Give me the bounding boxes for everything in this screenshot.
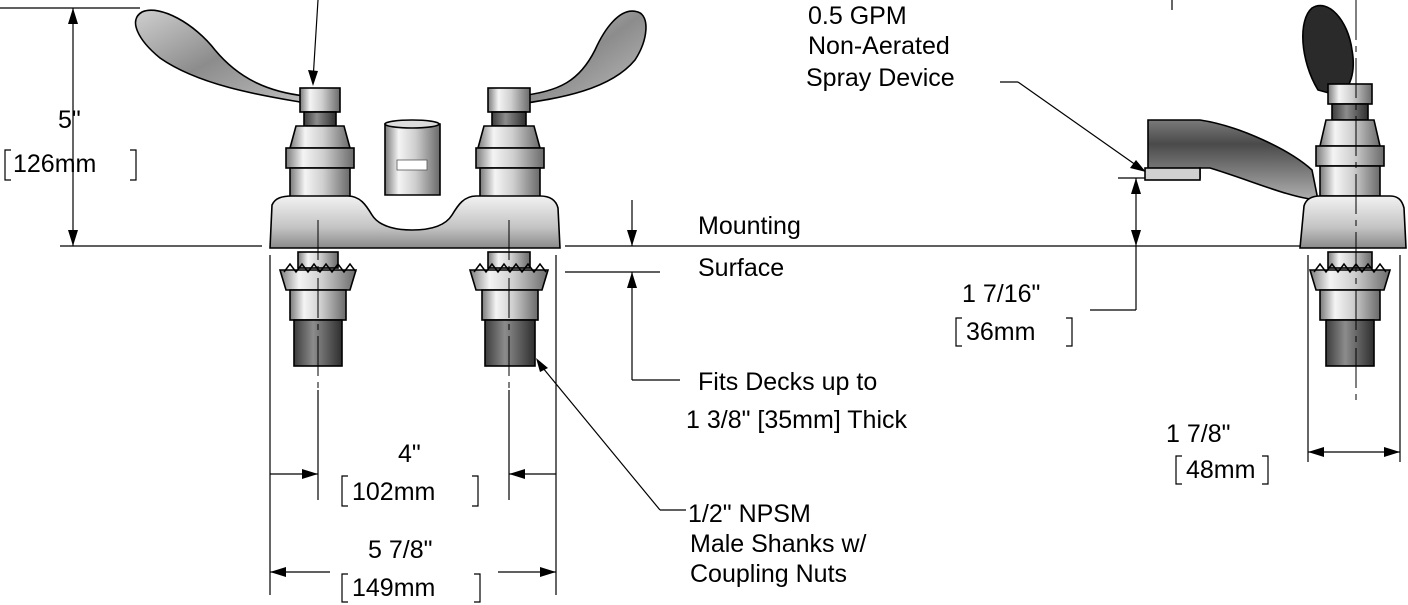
flow-rate-label: 0.5 GPM (808, 2, 907, 30)
dimension-lines (0, 0, 1401, 595)
right-valve (475, 87, 545, 199)
left-handle-blade (134, 9, 307, 103)
flow-type-label: Non-Aerated (808, 32, 950, 60)
spout-height-inch-label: 1 7/16" (962, 280, 1040, 308)
center-mm-label: 102mm (352, 478, 435, 506)
right-shank (468, 251, 550, 367)
side-width-mm-label: 48mm (1186, 456, 1255, 484)
spout-height-mm-label: 36mm (966, 318, 1035, 346)
dimension-labels: 5" 126mm 0.5 GPM Non-Aerated Spray Devic… (4, 2, 1269, 603)
width-mm-label: 149mm (352, 574, 435, 602)
spray-device-label: Spray Device (806, 64, 955, 92)
front-view-faucet (134, 9, 647, 500)
faucet-base (269, 195, 561, 249)
height-mm-label: 126mm (13, 150, 96, 178)
center-inch-label: 4" (398, 440, 421, 468)
surface-label: Surface (698, 254, 784, 282)
deck-fit-label: Fits Decks up to (698, 368, 877, 396)
shank-type-label: Male Shanks w/ (690, 530, 867, 558)
height-inch-label: 5" (58, 106, 81, 134)
side-width-inch-label: 1 7/8" (1166, 420, 1230, 448)
coupling-nuts-label: Coupling Nuts (690, 560, 847, 588)
width-inch-label: 5 7/8" (368, 536, 432, 564)
deck-thickness-label: 1 3/8" [35mm] Thick (686, 406, 907, 434)
mounting-label: Mounting (698, 212, 801, 240)
left-valve (285, 87, 355, 199)
side-handle-paddle (1302, 5, 1355, 97)
right-handle-blade (516, 10, 647, 105)
side-spout (1147, 119, 1319, 201)
side-view-faucet (1144, 0, 1407, 400)
center-spout (384, 123, 441, 196)
shank-size-label: 1/2" NPSM (688, 500, 811, 528)
